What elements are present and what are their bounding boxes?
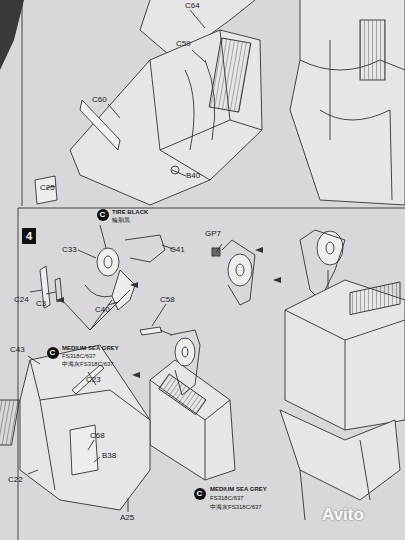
- part-number: C: [197, 490, 203, 498]
- part-number: C68: [90, 432, 105, 440]
- paint-note: MEDIUM SEA GREY: [210, 486, 267, 492]
- step-number: 4: [22, 228, 36, 244]
- part-number: C22: [8, 476, 23, 484]
- part-number: B38: [102, 452, 116, 460]
- part-number: C58: [160, 296, 175, 304]
- part-number: A25: [120, 514, 134, 522]
- paint-note: TIRE BLACK: [112, 209, 148, 215]
- watermark: Avito: [322, 506, 364, 523]
- part-number: C33: [62, 246, 77, 254]
- part-number: B40: [186, 172, 200, 180]
- paint-note: MEDIUM SEA GREY: [62, 345, 119, 351]
- part-number: GP7: [205, 230, 221, 238]
- part-number: C41: [170, 246, 185, 254]
- step-number-text: 4: [26, 230, 32, 242]
- part-number: C3: [36, 300, 46, 308]
- part-number: C64: [185, 2, 200, 10]
- part-number: C60: [92, 96, 107, 104]
- paint-note: 輪胎黑: [112, 217, 130, 223]
- part-number: C25: [40, 184, 55, 192]
- paint-note: 中海灰FS318C/637: [210, 504, 262, 510]
- part-number: C40: [95, 306, 110, 314]
- paint-note: FS318C/637: [210, 495, 244, 501]
- part-number: C: [50, 349, 56, 357]
- part-number: C23: [86, 376, 101, 384]
- part-number: C: [100, 211, 106, 219]
- paint-note: 中海灰FS318C/637: [62, 361, 114, 367]
- part-number: C43: [10, 346, 25, 354]
- part-number: C59: [176, 40, 191, 48]
- part-number: C24: [14, 296, 29, 304]
- paint-note: FS318C/637: [62, 353, 96, 359]
